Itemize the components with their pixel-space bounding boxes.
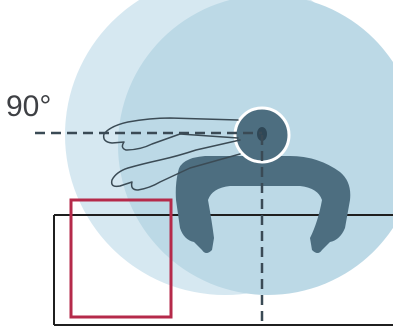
- angle-label: 90°: [6, 90, 51, 123]
- reach-zones: [65, 0, 393, 295]
